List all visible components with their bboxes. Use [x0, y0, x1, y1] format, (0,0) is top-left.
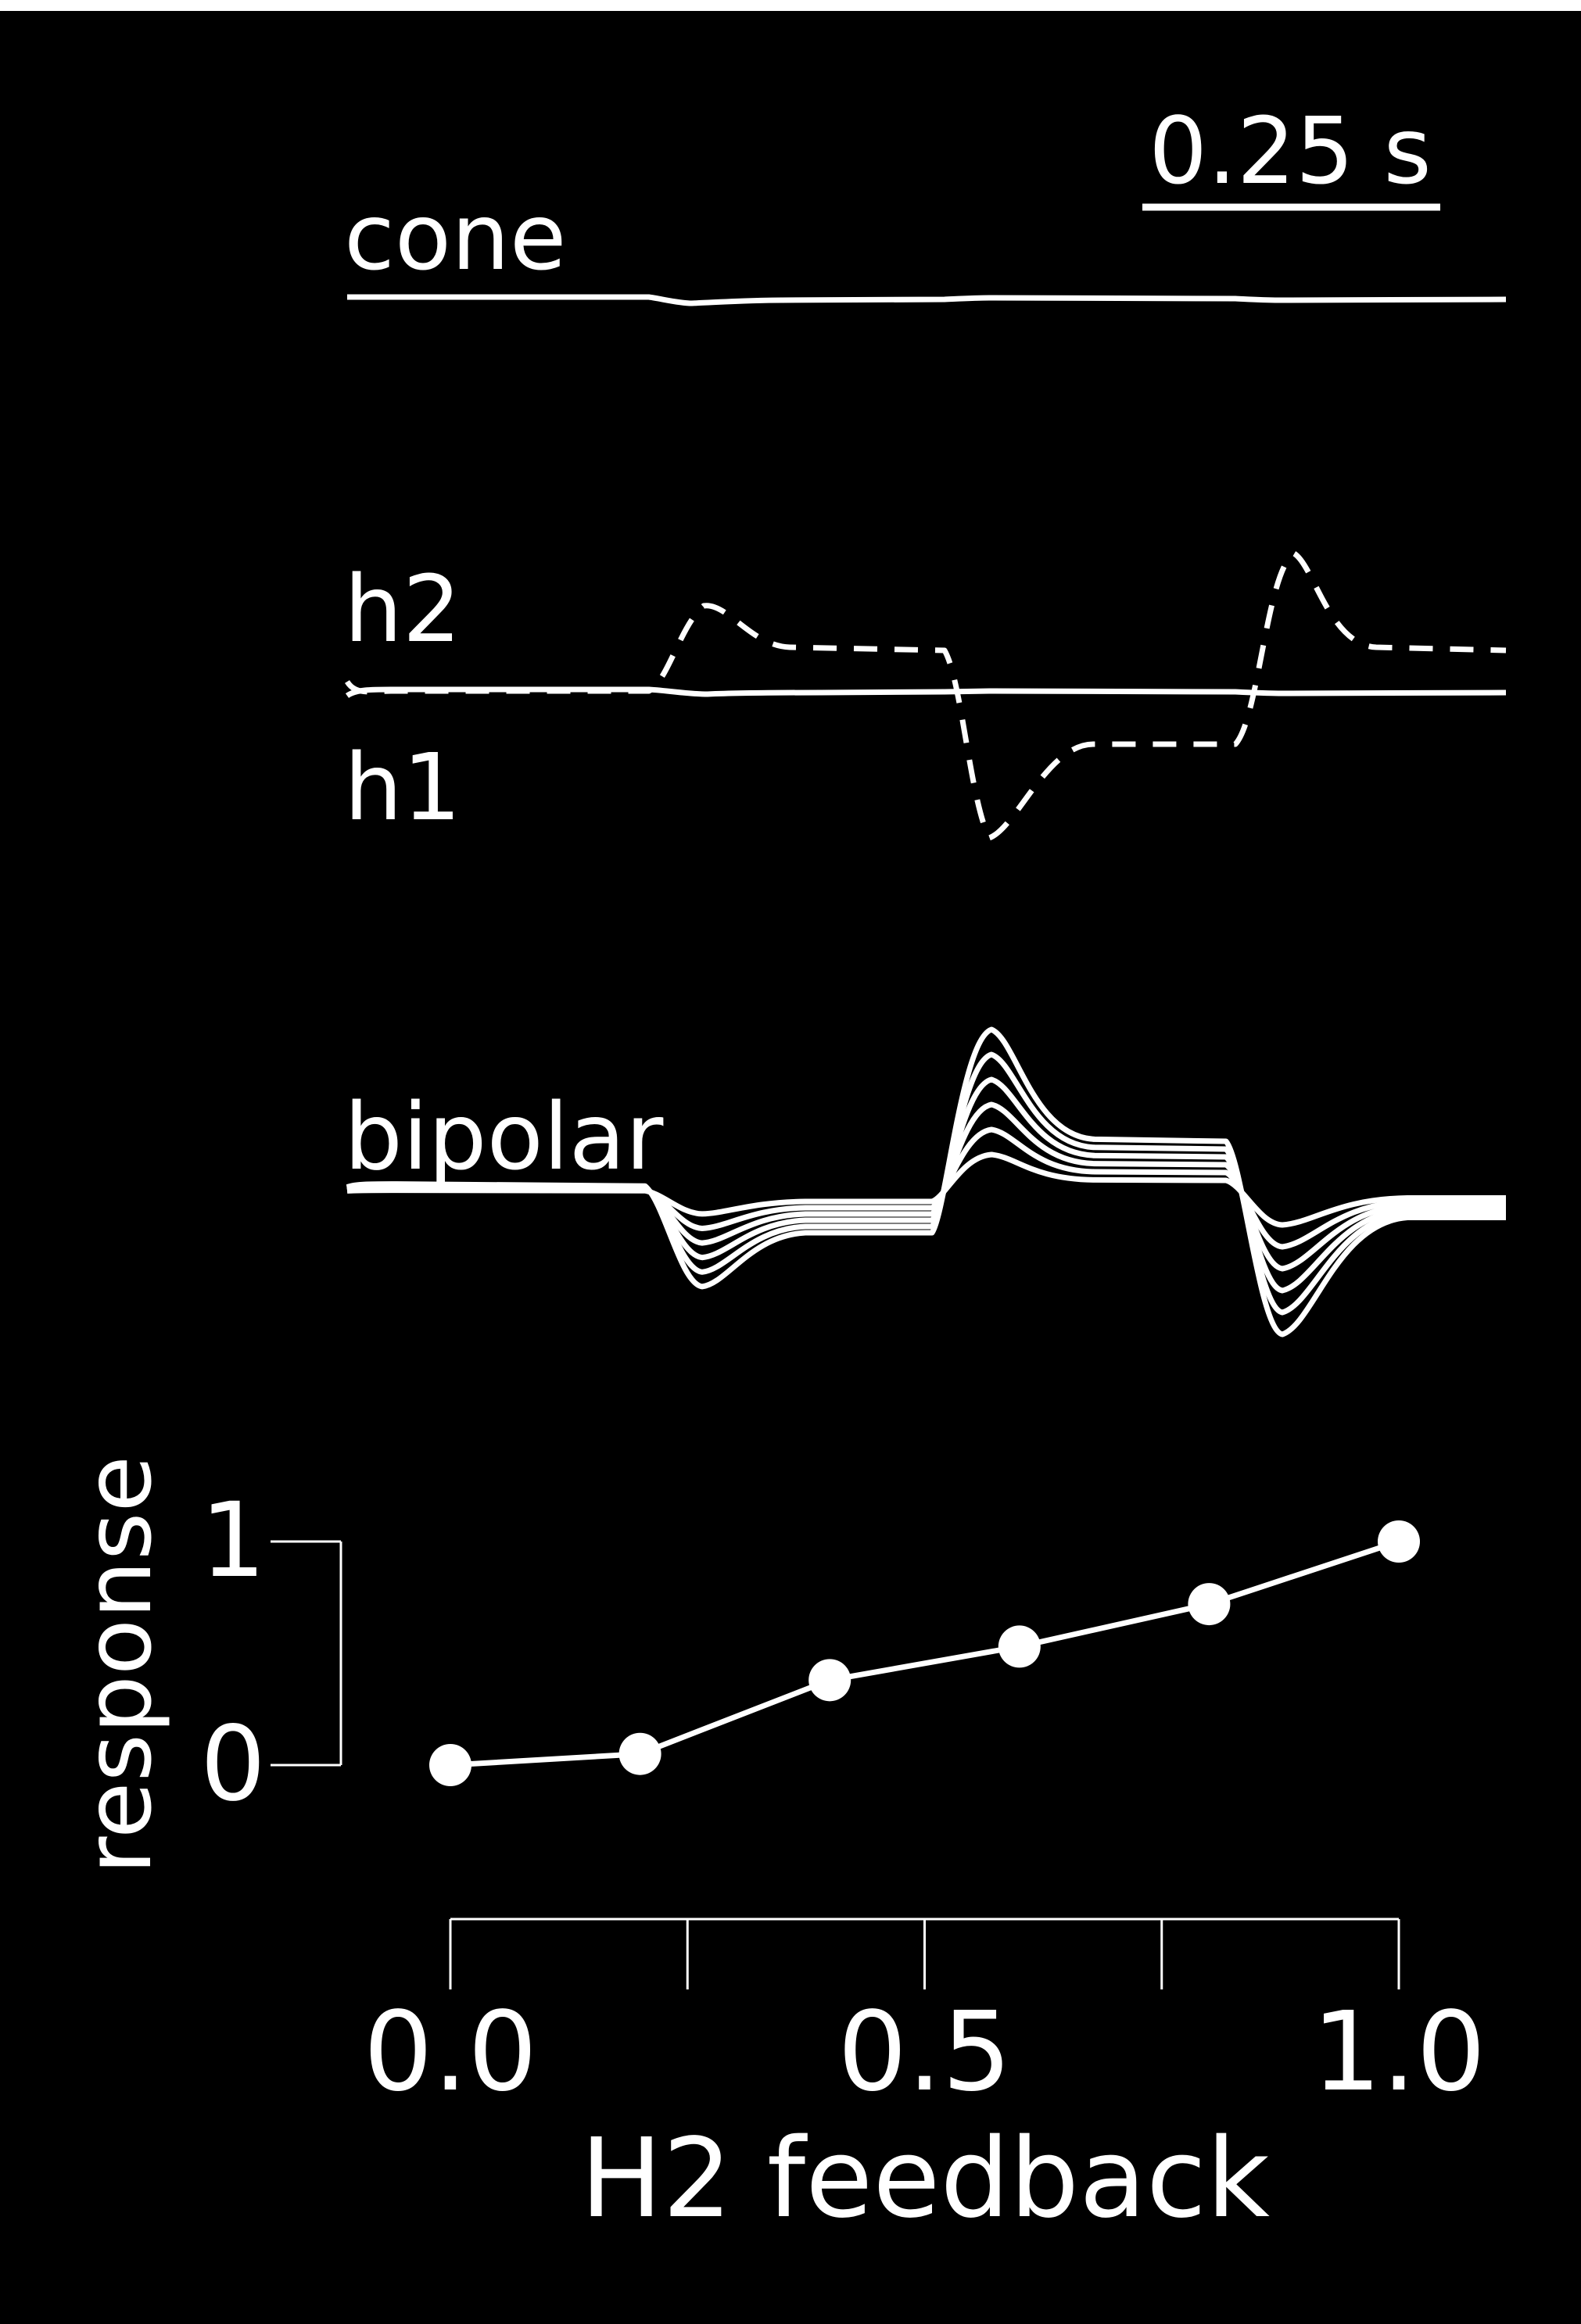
- y-axis: 01: [200, 1481, 342, 1824]
- h2-label: h2: [344, 555, 461, 663]
- bipolar-trace: [346, 1151, 1506, 1228]
- x-tick-label: 1.0: [1312, 1989, 1486, 2116]
- x-tick-label: 0.0: [364, 1989, 538, 2116]
- cone-trace: [347, 294, 1507, 306]
- x-tick-label: 0.5: [837, 1989, 1012, 2116]
- h1-trace: [345, 686, 1507, 699]
- data-point: [618, 1732, 661, 1775]
- bipolar-trace: [346, 1126, 1506, 1250]
- bipolar-trace: [346, 1051, 1506, 1316]
- bipolar-trace: [346, 1076, 1506, 1294]
- h1-label: h1: [344, 733, 461, 841]
- bipolar-label: bipolar: [344, 1083, 664, 1191]
- data-points: [429, 1520, 1420, 1786]
- top-border: [0, 0, 1581, 11]
- cone-label: cone: [344, 183, 566, 291]
- y-tick-label: 1: [200, 1481, 266, 1601]
- data-point: [1188, 1583, 1231, 1626]
- data-point: [998, 1625, 1041, 1668]
- data-point: [808, 1659, 851, 1702]
- series-line: [450, 1538, 1400, 1768]
- data-point: [1378, 1520, 1420, 1563]
- scalebar-label: 0.25 s: [1149, 97, 1432, 205]
- x-axis: 0.0 0.5 1.0: [364, 1918, 1486, 2116]
- y-axis-label: response: [64, 1456, 172, 1875]
- y-tick-label: 0: [200, 1704, 266, 1824]
- x-axis-label: H2 feedback: [580, 2115, 1270, 2243]
- data-point: [429, 1744, 471, 1786]
- bipolar-trace: [346, 1026, 1506, 1337]
- bipolar-trace: [346, 1101, 1506, 1272]
- bipolar-traces: [346, 1026, 1506, 1337]
